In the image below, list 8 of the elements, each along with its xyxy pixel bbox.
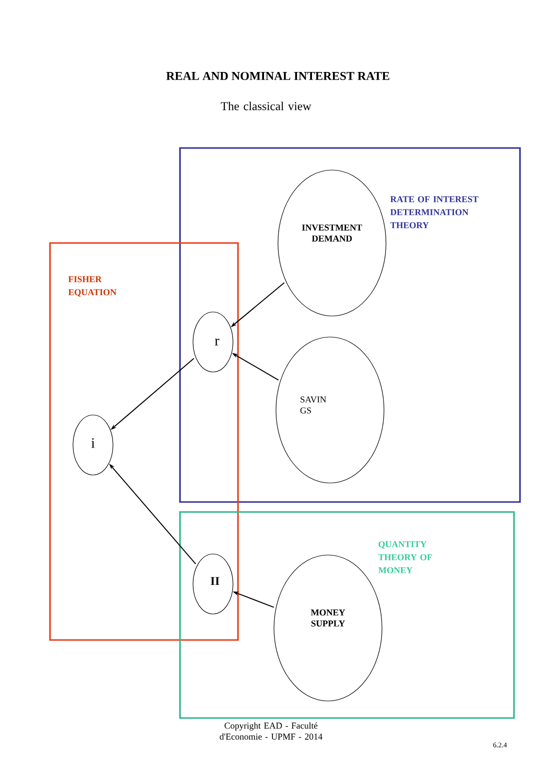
title: REAL AND NOMINAL INTEREST RATE (166, 72, 390, 80)
ellipse-node: i (72, 414, 114, 476)
ellipse-node: SAVIN GS (276, 336, 384, 484)
ellipse-node: INVESTMENT DEMAND (278, 170, 386, 316)
copyright-note: Copyright EAD - Faculté d'Economie - UPMF - 2014 (220, 722, 322, 740)
subtitle: The classical view (220, 102, 312, 110)
ellipse-node: r (192, 312, 234, 372)
ellipse-node: II (192, 554, 234, 614)
